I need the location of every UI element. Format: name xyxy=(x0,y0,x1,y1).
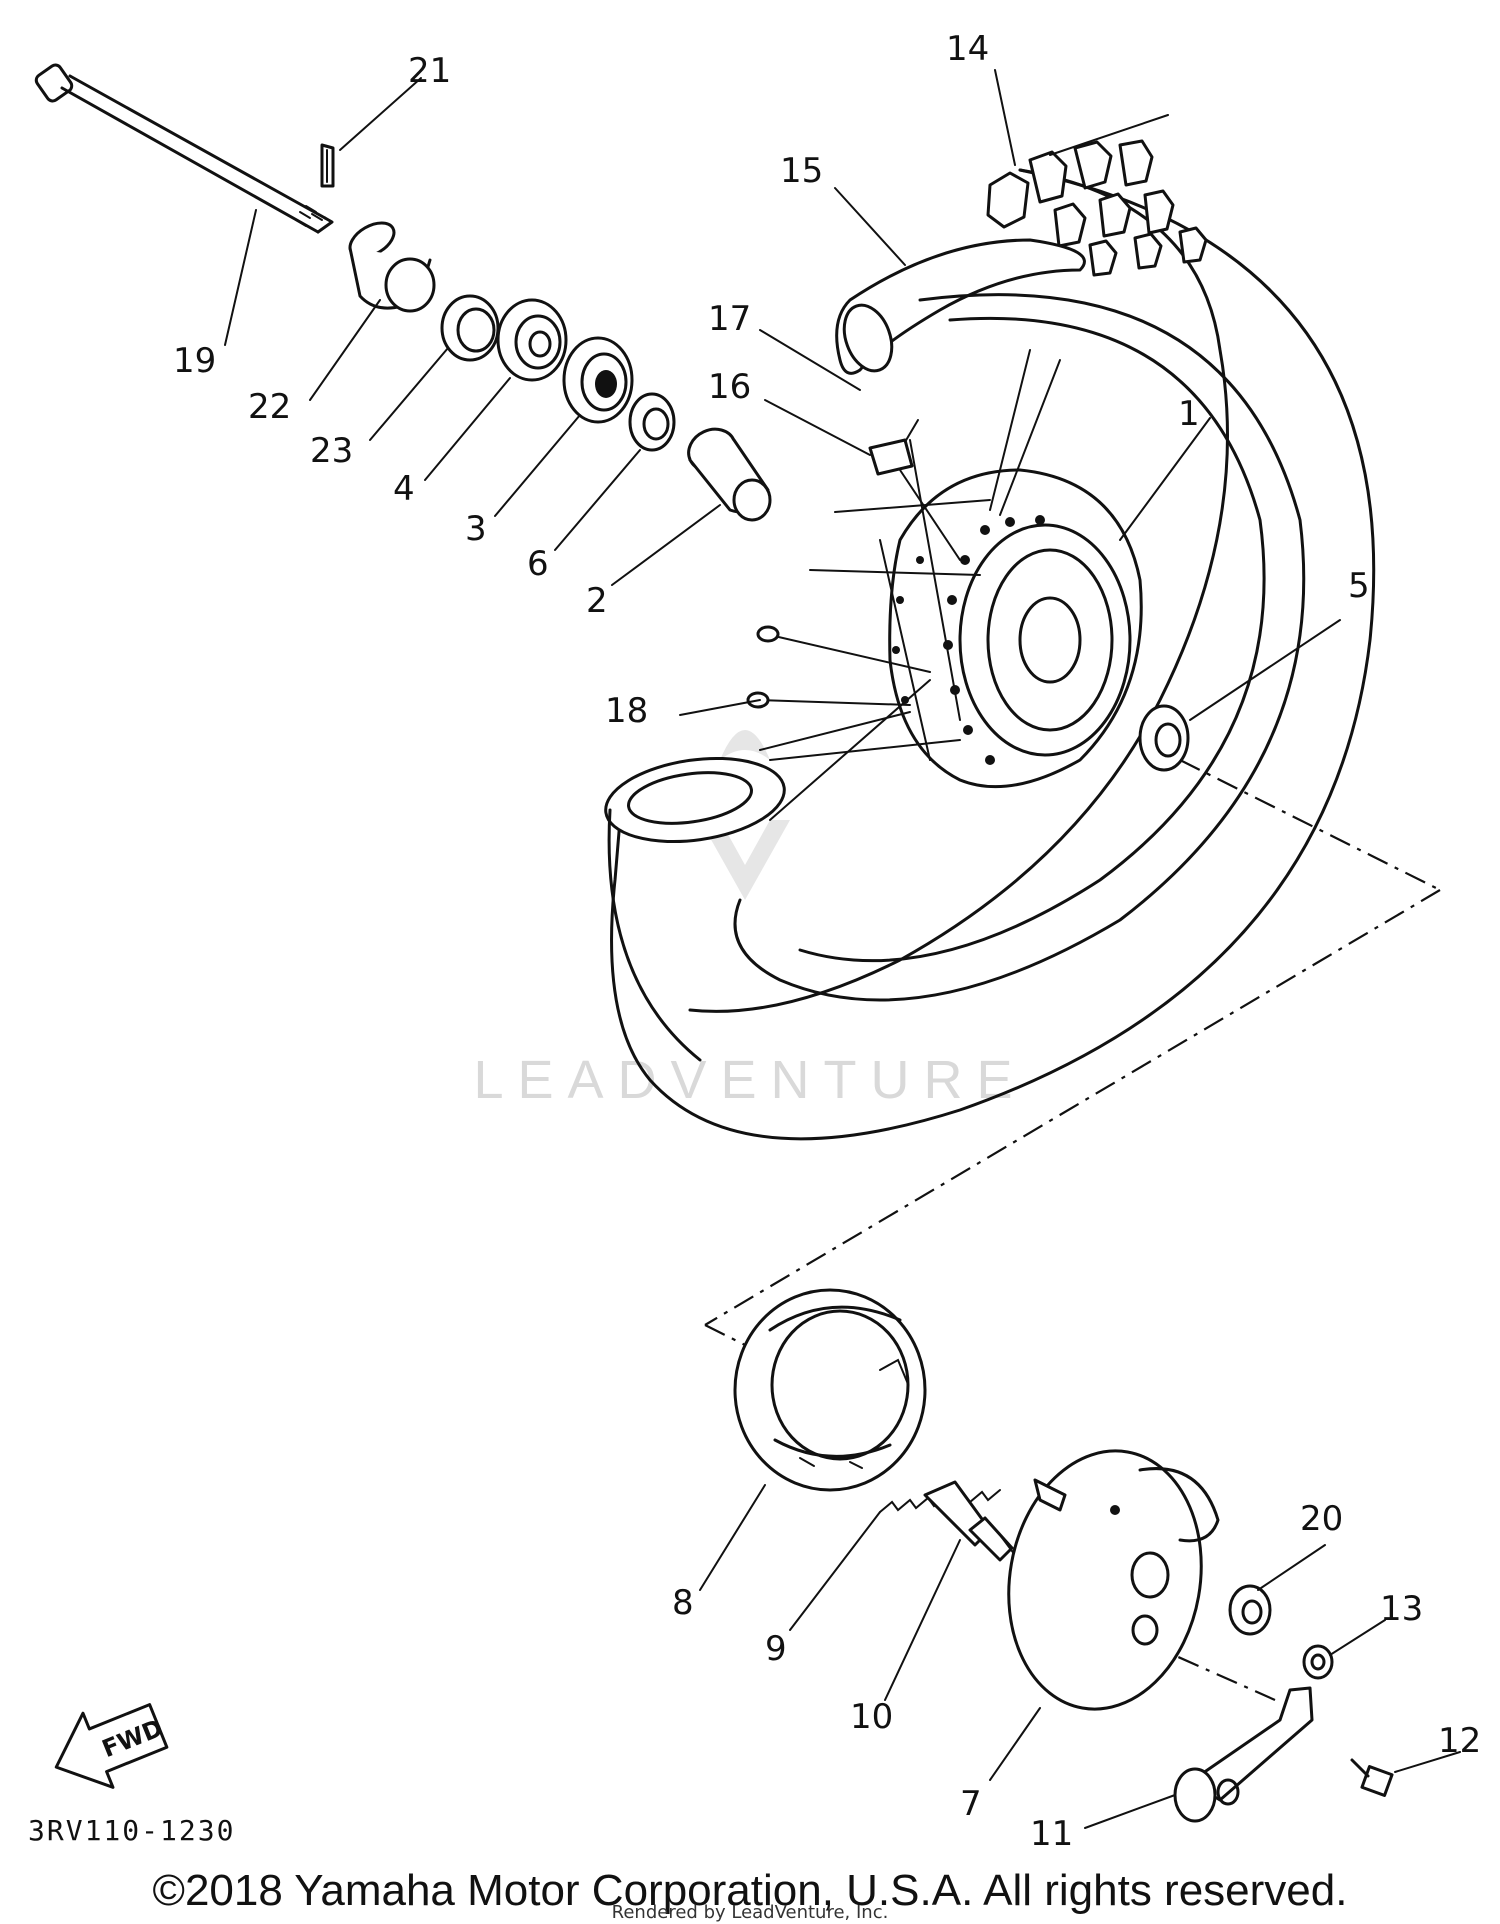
nut-13 xyxy=(1302,1644,1334,1680)
rim xyxy=(733,293,1306,1002)
bearing-3 xyxy=(562,336,634,424)
callout-12: 12 xyxy=(1438,1721,1481,1761)
tube-valve xyxy=(868,419,919,476)
hub xyxy=(888,468,1143,789)
oil-seal xyxy=(440,294,500,362)
callout-10: 10 xyxy=(850,1697,893,1737)
bearing-5 xyxy=(1138,704,1190,772)
copyright-notice: ©2018 Yamaha Motor Corporation, U.S.A. A… xyxy=(153,1866,1348,1915)
camshaft xyxy=(923,1480,1016,1562)
callout-1: 1 xyxy=(1178,394,1200,434)
callout-21: 21 xyxy=(408,51,451,91)
callout-labels: 1 2 3 4 5 6 7 8 9 10 11 12 13 14 15 16 1… xyxy=(173,29,1481,1854)
axle xyxy=(34,63,334,234)
callout-3: 3 xyxy=(465,509,487,549)
callout-9: 9 xyxy=(765,1629,787,1669)
collar xyxy=(628,392,676,452)
fwd-arrow-icon: FWD xyxy=(54,1703,169,1789)
callout-7: 7 xyxy=(960,1784,982,1824)
spokes xyxy=(759,349,1061,821)
bolt-12 xyxy=(1350,1758,1394,1797)
callout-22: 22 xyxy=(248,387,291,427)
callout-2: 2 xyxy=(586,581,608,621)
callout-8: 8 xyxy=(672,1583,694,1623)
callout-11: 11 xyxy=(1030,1814,1073,1854)
assembly-lines xyxy=(704,759,1441,1702)
bearing-4 xyxy=(496,298,568,382)
callout-18: 18 xyxy=(605,691,648,731)
callout-17: 17 xyxy=(708,299,751,339)
tire xyxy=(604,139,1376,1141)
watermark: LEADVENTURE xyxy=(473,730,1026,1110)
callout-16: 16 xyxy=(708,367,751,407)
tube xyxy=(835,238,1086,375)
nut-20 xyxy=(1228,1584,1272,1636)
callout-13: 13 xyxy=(1380,1589,1423,1629)
callout-19: 19 xyxy=(173,341,216,381)
spacer-collar xyxy=(348,221,436,313)
watermark-text: LEADVENTURE xyxy=(473,1050,1026,1110)
diagram-code: 3RV110-1230 xyxy=(28,1814,235,1847)
cotter-pin xyxy=(320,143,335,188)
cam-lever xyxy=(1173,1686,1314,1823)
callout-5: 5 xyxy=(1348,566,1370,606)
rendered-by: Rendered by LeadVenture, Inc. xyxy=(612,1902,889,1923)
callout-20: 20 xyxy=(1300,1499,1343,1539)
brake-shoes xyxy=(733,1288,927,1492)
callout-6: 6 xyxy=(527,544,549,584)
brake-shoe-plate xyxy=(1007,1449,1220,1711)
callout-14: 14 xyxy=(946,29,989,69)
callout-4: 4 xyxy=(393,469,415,509)
callout-15: 15 xyxy=(780,151,823,191)
leader-lines xyxy=(224,69,1461,1829)
spacer xyxy=(687,427,772,522)
spoke-nipples xyxy=(746,625,780,709)
callout-23: 23 xyxy=(310,431,353,471)
